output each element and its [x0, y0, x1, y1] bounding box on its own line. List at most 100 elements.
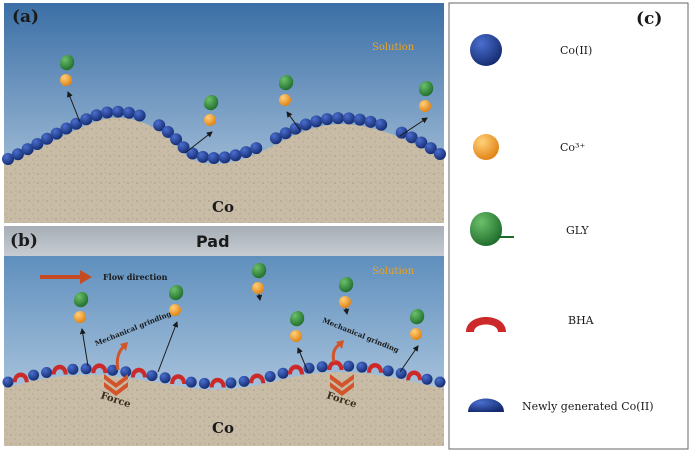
force-chevron-1 — [104, 374, 128, 396]
co-ii-ion — [415, 136, 428, 149]
flow-direction-arrow — [40, 270, 92, 284]
co-ii-ion — [159, 372, 171, 384]
release-arrow — [79, 328, 89, 367]
co-ii-ion — [67, 363, 79, 375]
legend-new-co-ii-text: Newly generated Co(II) — [522, 400, 654, 413]
bha-arc — [51, 364, 68, 375]
co-ii-ion — [240, 146, 253, 159]
bha-arc — [287, 364, 304, 375]
co-ii-ion — [31, 138, 44, 151]
co-ii-ion — [424, 142, 437, 155]
co-ii-ion — [207, 152, 220, 165]
gly-molecule — [252, 263, 267, 279]
legend-gly-icon — [470, 212, 514, 246]
grinding-arrow-2 — [331, 342, 341, 363]
co-ii-ion — [225, 377, 237, 389]
legend-panel: (c) Co(II) Co³⁺ GLY BHA Newly generated … — [448, 2, 689, 450]
panel-a-released-complexes — [60, 55, 434, 154]
co-ii-ion — [50, 127, 63, 140]
co-ii-ion — [434, 148, 446, 160]
grinding-arrow-1-head — [120, 342, 128, 351]
co3-ion — [169, 304, 181, 316]
co-ii-ion — [289, 122, 302, 135]
bha-arc — [327, 360, 344, 371]
co-ii-ion — [299, 118, 312, 131]
release-arrow — [399, 345, 419, 373]
co-ii-ion — [375, 118, 388, 131]
gly-molecule — [290, 311, 305, 327]
co-ii-ion — [434, 376, 446, 388]
gly-molecule — [419, 81, 434, 97]
co-ii-ion — [277, 367, 289, 379]
co-ii-ion — [21, 143, 34, 156]
co-ii-ion — [279, 127, 292, 140]
bha-arc — [209, 377, 226, 388]
gly-molecule — [169, 285, 184, 301]
release-arrow — [297, 347, 309, 373]
panel-b-surface-layer — [2, 360, 446, 389]
flow-direction-label: Flow direction — [103, 272, 168, 282]
panel-a: (a) Solution Co — [2, 3, 446, 223]
co-ii-ion — [238, 375, 250, 387]
release-arrow — [286, 111, 301, 131]
legend-co-ii-icon — [470, 34, 502, 66]
pad-label: Pad — [196, 232, 230, 251]
bha-arc — [91, 363, 108, 374]
release-arrow — [399, 117, 428, 137]
gly-molecule — [410, 309, 425, 325]
co-ii-ion — [112, 105, 125, 118]
bha-arc — [406, 370, 423, 381]
panel-b-label: (b) — [10, 231, 38, 251]
bha-arc — [130, 367, 147, 378]
gly-molecule — [74, 292, 89, 308]
bha-arc — [170, 374, 187, 384]
gly-molecule — [204, 95, 219, 111]
panel-b-released-complexes — [74, 263, 425, 373]
co-ii-ion — [342, 112, 355, 125]
panel-a-label: (a) — [12, 7, 39, 27]
panel-a-solution-label: Solution — [372, 42, 415, 53]
grinding-arrow-2-head — [336, 340, 344, 349]
co-ii-ion — [264, 370, 276, 382]
co-ii-ion — [316, 361, 328, 373]
grinding-arrow-1 — [115, 344, 126, 371]
force-chevron-2 — [330, 374, 354, 396]
co-ii-ion — [122, 106, 135, 119]
co-ii-ion — [310, 115, 323, 128]
panel-a-co-ion-layer — [2, 105, 446, 165]
co3-ion — [60, 74, 72, 86]
co-ii-ion — [218, 151, 231, 164]
co-ii-ion — [80, 363, 92, 375]
legend-label: (c) — [636, 9, 662, 29]
co-ii-ion — [196, 150, 209, 163]
co-ii-ion — [250, 142, 263, 155]
co3-ion — [419, 100, 431, 112]
co-ii-ion — [405, 131, 418, 144]
co-ii-ion — [421, 373, 433, 385]
co-ii-ion — [101, 106, 114, 119]
legend-bha-icon — [466, 317, 506, 332]
co-ii-ion — [198, 377, 210, 389]
co-ii-ion — [303, 362, 315, 374]
panel-b-solution-label: Solution — [372, 266, 415, 277]
co3-ion — [339, 296, 351, 308]
release-arrow — [157, 321, 179, 373]
co-ii-ion — [177, 141, 190, 154]
co-ii-ion — [343, 360, 355, 372]
legend-co-ii-text: Co(II) — [560, 44, 592, 57]
co-ii-ion — [185, 376, 197, 388]
co-ii-ion — [90, 109, 103, 122]
co-ii-ion — [353, 113, 366, 126]
legend-co3-text: Co³⁺ — [560, 141, 585, 154]
pad — [4, 226, 444, 256]
panel-a-cobalt-substrate — [4, 117, 444, 223]
legend-new-co-ii-icon — [468, 398, 504, 412]
co3-ion — [204, 114, 216, 126]
co-ii-ion — [60, 122, 73, 135]
bha-arc — [249, 373, 266, 384]
legend-gly-text: GLY — [566, 224, 589, 237]
co-ii-ion — [186, 147, 199, 160]
co-ii-ion — [28, 369, 40, 381]
co-ii-ion — [331, 112, 344, 125]
